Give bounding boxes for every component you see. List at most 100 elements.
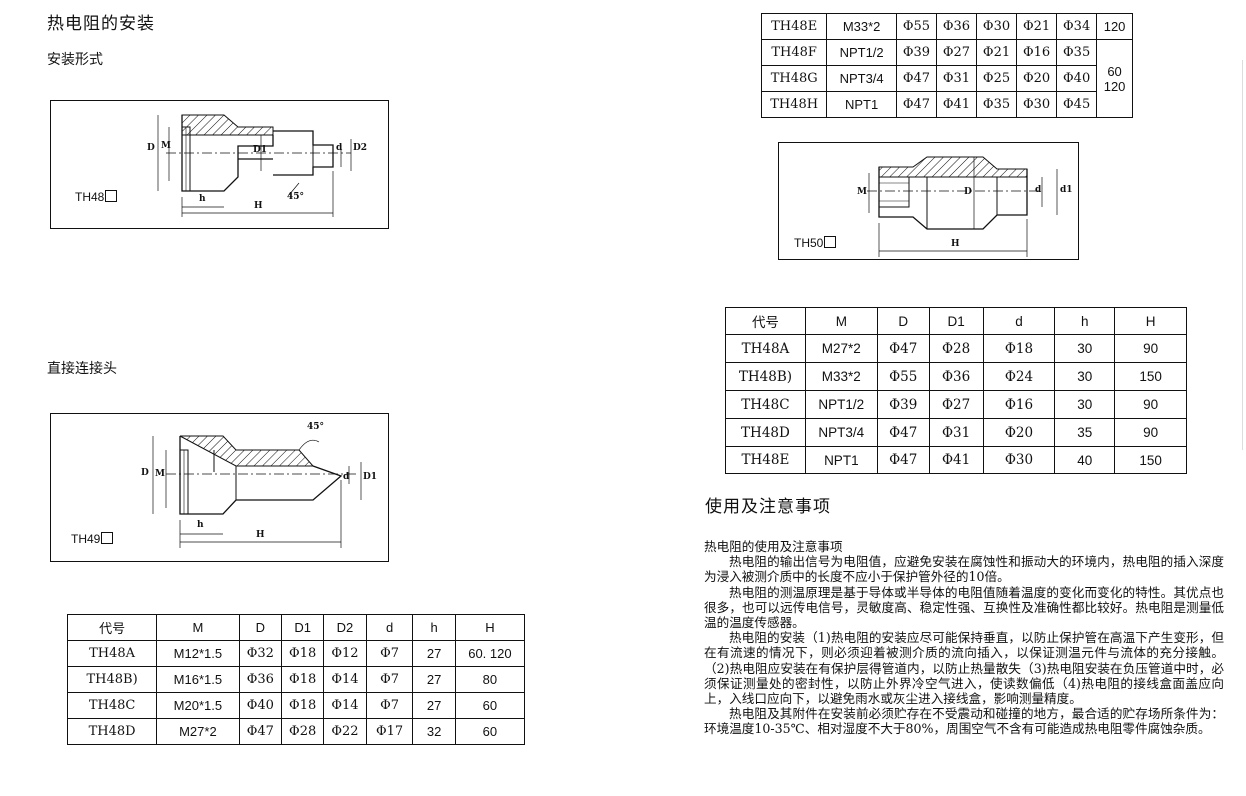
dim-M: M bbox=[161, 141, 171, 151]
table-cell: Φ28 bbox=[280, 718, 325, 745]
dim-D1: D1 bbox=[253, 145, 268, 155]
table-cell: 40 bbox=[1054, 446, 1116, 474]
table-cell: NPT1 bbox=[804, 446, 878, 474]
table-row: TH48D NPT3/4 Φ47 Φ31 Φ20 35 90 bbox=[725, 418, 1187, 447]
table-cell: 30 bbox=[1054, 362, 1116, 391]
table-cell: Φ41 bbox=[928, 446, 984, 474]
table-cell: Φ47 bbox=[876, 446, 930, 474]
paragraph: 热电阻的安装（1)热电阻的安装应尽可能保持垂直，以防止保护管在高温下产生变形，但… bbox=[704, 630, 1224, 707]
dim-h: h bbox=[197, 520, 204, 530]
table-cell: M16*1.5 bbox=[156, 666, 240, 693]
table-row: TH48A M27*2 Φ47 Φ28 Φ18 30 90 bbox=[725, 334, 1187, 363]
table-cell: Φ41 bbox=[935, 91, 978, 118]
dim-d: d bbox=[1035, 185, 1042, 195]
table-cell: TH48D bbox=[725, 418, 806, 447]
table-cell: Φ39 bbox=[876, 390, 930, 419]
header-cell: D bbox=[238, 614, 282, 641]
table-cell: Φ18 bbox=[280, 692, 325, 719]
table-cell: Φ35 bbox=[975, 91, 1018, 118]
dim-D: D bbox=[141, 468, 149, 478]
table-cell: Φ27 bbox=[928, 390, 984, 419]
paragraph: 热电阻的使用及注意事项 bbox=[704, 539, 843, 554]
table-cell: 80 bbox=[454, 666, 526, 693]
table-cell: Φ28 bbox=[928, 334, 984, 363]
paragraph: 热电阻及其附件在安装前必须贮存在不受震动和碰撞的地方，最合适的贮存场所条件为：环… bbox=[704, 706, 1224, 737]
table-cell: TH48B) bbox=[725, 362, 806, 391]
table-cell: Φ20 bbox=[982, 418, 1056, 447]
table-cell: Φ47 bbox=[238, 718, 282, 745]
table-cell: TH48D bbox=[66, 718, 158, 745]
table-cell: Φ18 bbox=[280, 666, 325, 693]
table-cell: Φ24 bbox=[982, 362, 1056, 391]
model-blank-box bbox=[105, 190, 118, 202]
table-cell: 27 bbox=[412, 692, 456, 719]
table-cell: TH48G bbox=[760, 65, 828, 92]
table-cell: M33*2 bbox=[804, 362, 878, 391]
header-cell: D1 bbox=[928, 307, 984, 335]
table-cell: Φ32 bbox=[238, 640, 282, 667]
dim-H: H bbox=[256, 530, 265, 540]
table-cell: 60 bbox=[454, 692, 526, 719]
paragraph: 热电阻的测温原理是基于导体或半导体的电阻值随着温度的变化而变化的特性。其优点也很… bbox=[704, 584, 1224, 631]
usage-text: 热电阻的使用及注意事项 热电阻的输出信号为电阻值，应避免安装在腐蚀性和振动大的环… bbox=[704, 539, 1224, 737]
table-cell: Φ31 bbox=[928, 418, 984, 447]
table-cell: TH48C bbox=[66, 692, 158, 719]
table-cell: Φ7 bbox=[365, 640, 414, 667]
spec-table-th48-th49: 代号 M D D1 D2 d h H TH48A M12*1.5 Φ32 Φ18… bbox=[66, 614, 526, 745]
dim-H: H bbox=[951, 239, 960, 249]
model-label-th49: TH49 bbox=[71, 532, 114, 546]
table-cell: M12*1.5 bbox=[156, 640, 240, 667]
paragraph: 热电阻的输出信号为电阻值，应避免安装在腐蚀性和振动大的环境内，热电阻的插入深度为… bbox=[704, 554, 1224, 585]
direct-connector-label: 直接连接头 bbox=[47, 361, 117, 377]
dim-M: M bbox=[155, 469, 165, 479]
table-cell: Φ27 bbox=[935, 39, 978, 66]
header-cell: d bbox=[365, 614, 414, 641]
table-cell: NPT3/4 bbox=[804, 418, 878, 447]
header-cell: h bbox=[412, 614, 456, 641]
header-cell: D bbox=[876, 307, 930, 335]
header-cell: 代号 bbox=[66, 614, 158, 641]
table-cell: Φ21 bbox=[975, 39, 1018, 66]
table-cell: Φ16 bbox=[1016, 39, 1058, 66]
table-cell: 30 bbox=[1054, 334, 1116, 363]
spec-table-th50: 代号 M D D1 d h H TH48A M27*2 Φ47 Φ28 Φ18 … bbox=[725, 307, 1187, 474]
table-cell: Φ14 bbox=[323, 692, 367, 719]
spec-table-continued: TH48E M33*2 Φ55 Φ36 Φ30 Φ21 Φ34 120 TH48… bbox=[760, 13, 1133, 118]
table-cell: Φ36 bbox=[935, 13, 978, 40]
table-cell: Φ47 bbox=[895, 65, 937, 92]
table-cell: Φ7 bbox=[365, 666, 414, 693]
table-cell: NPT3/4 bbox=[826, 65, 897, 92]
table-cell: Φ21 bbox=[1016, 13, 1058, 40]
table-row: TH48A M12*1.5 Φ32 Φ18 Φ12 Φ7 27 60. 120 bbox=[66, 640, 526, 667]
table-cell: Φ16 bbox=[982, 390, 1056, 419]
table-cell: Φ39 bbox=[895, 39, 937, 66]
table-cell: Φ55 bbox=[895, 13, 937, 40]
table-cell: Φ20 bbox=[1016, 65, 1058, 92]
table-cell: 27 bbox=[412, 640, 456, 667]
usage-title: 使用及注意事项 bbox=[705, 497, 831, 517]
table-cell: Φ18 bbox=[982, 334, 1056, 363]
dim-d: d bbox=[343, 472, 350, 482]
table-row: TH48B) M16*1.5 Φ36 Φ18 Φ14 Φ7 27 80 bbox=[66, 666, 526, 693]
table-cell: TH48H bbox=[760, 91, 828, 118]
header-cell: M bbox=[156, 614, 240, 641]
page-edge-line bbox=[1242, 60, 1243, 450]
table-cell: NPT1/2 bbox=[826, 39, 897, 66]
header-cell: H bbox=[1114, 307, 1187, 335]
table-cell: M27*2 bbox=[156, 718, 240, 745]
table-cell: TH48B) bbox=[66, 666, 158, 693]
table-cell: Φ36 bbox=[238, 666, 282, 693]
table-row: TH48B) M33*2 Φ55 Φ36 Φ24 30 150 bbox=[725, 362, 1187, 391]
table-cell: NPT1 bbox=[826, 91, 897, 118]
dim-h: h bbox=[199, 194, 206, 204]
table-cell: TH48F bbox=[760, 39, 828, 66]
dim-d1: d1 bbox=[1060, 185, 1073, 195]
table-cell: Φ35 bbox=[1056, 39, 1098, 66]
table-cell: 90 bbox=[1114, 418, 1187, 447]
dim-D: D bbox=[147, 143, 155, 153]
table-cell: Φ47 bbox=[895, 91, 937, 118]
table-cell: Φ14 bbox=[323, 666, 367, 693]
dim-angle: 45° bbox=[287, 192, 305, 202]
